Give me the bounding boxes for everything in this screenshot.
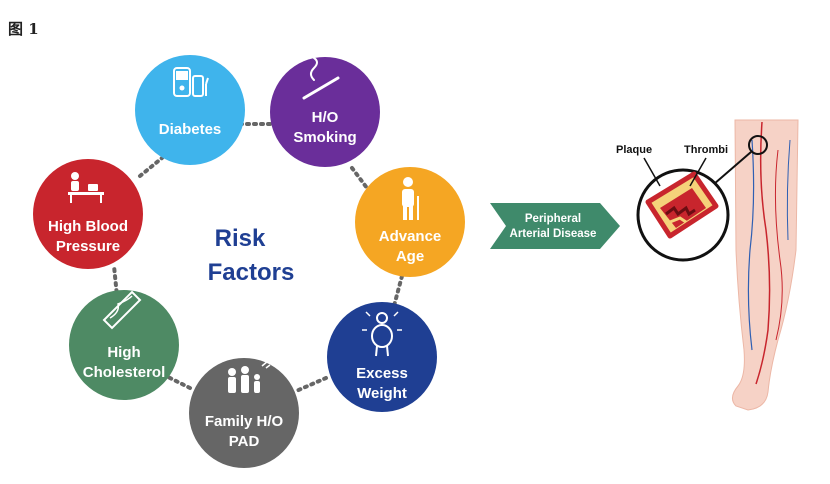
factor-bp-line1: High Blood — [48, 218, 128, 235]
outcome-arrow-line1: Peripheral — [525, 213, 581, 225]
family-icon — [228, 360, 271, 393]
artery-callouts: Plaque Thrombi — [616, 144, 728, 187]
thrombi-pointer — [689, 157, 707, 187]
thrombi-label: Thrombi — [684, 144, 728, 156]
factor-smoking-line2: Smoking — [293, 129, 356, 146]
magnifier-icon — [713, 135, 768, 185]
factor-age-line1: Advance — [379, 228, 442, 245]
figure-label: 图 1 — [8, 20, 39, 38]
elderly-person-icon — [402, 177, 419, 220]
factor-bp: High Blood Pressure — [33, 159, 143, 269]
factor-smoking-line1: H/O — [312, 109, 339, 126]
factor-smoking: H/O Smoking — [270, 57, 380, 167]
factor-family-line2: PAD — [229, 433, 260, 450]
center-title-line1: Risk — [215, 225, 266, 252]
factor-diabetes: Diabetes — [135, 55, 245, 165]
blood-pressure-patient-icon — [68, 172, 104, 203]
factor-age-line2: Age — [396, 248, 424, 265]
factor-age: Advance Age — [355, 167, 465, 277]
overweight-person-icon — [362, 311, 402, 357]
factor-weight-line1: Excess — [356, 365, 408, 382]
plaque-label: Plaque — [616, 144, 652, 156]
outcome-arrow-line2: Arterial Disease — [510, 228, 597, 240]
factor-family: Family H/O PAD — [189, 358, 299, 468]
leg-anatomy-icon — [732, 119, 799, 411]
artery-plaque-icon — [102, 290, 142, 330]
factor-bp-line2: Pressure — [56, 238, 120, 255]
factor-diabetes-label: Diabetes — [159, 121, 222, 138]
artery-cross-section — [636, 168, 730, 262]
factor-weight-line2: Weight — [357, 385, 407, 402]
factor-cholesterol-line2: Cholesterol — [83, 364, 166, 381]
factor-cholesterol: High Cholesterol — [69, 290, 179, 400]
plaque-pointer — [643, 157, 661, 187]
glucometer-icon — [173, 67, 209, 97]
center-title-line2: Factors — [208, 259, 295, 286]
factor-family-line1: Family H/O — [205, 413, 284, 430]
factor-weight: Excess Weight — [327, 302, 437, 412]
cigarette-icon — [302, 57, 340, 100]
outcome-arrow: Peripheral Arterial Disease — [490, 203, 620, 249]
factor-cholesterol-line1: High — [107, 344, 140, 361]
